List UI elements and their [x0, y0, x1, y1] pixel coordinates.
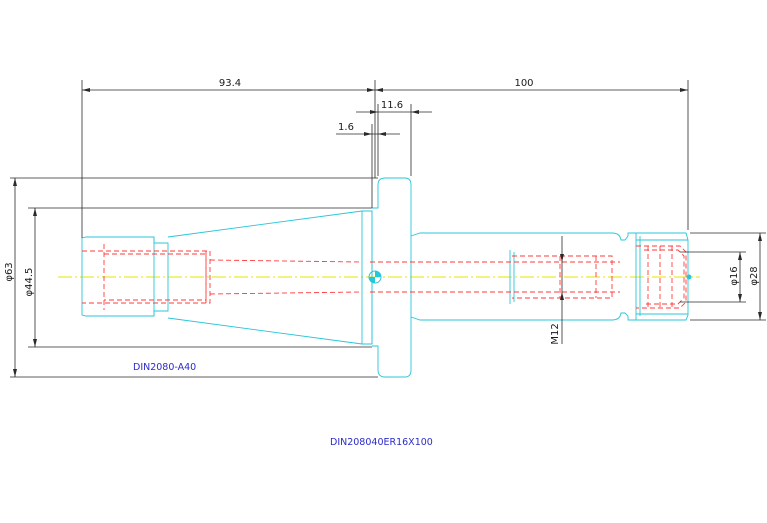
- dim-nose-diameter: φ28: [749, 266, 760, 285]
- dim-flange-width: 11.6: [381, 100, 403, 111]
- dim-thread-size: M12: [550, 323, 561, 344]
- part-number-note: DIN208040ER16X100: [330, 437, 433, 448]
- nose-center-marker: [686, 274, 692, 280]
- dim-body-length: 100: [514, 78, 533, 89]
- dim-taper-length: 93.4: [219, 78, 241, 89]
- dim-bore-diameter: φ16: [729, 266, 740, 285]
- dim-flange-offset: 1.6: [338, 122, 354, 133]
- reference-point-fill: [369, 271, 381, 283]
- dim-flange-diameter: φ63: [4, 262, 15, 281]
- dimension-lines: [10, 80, 766, 378]
- taper-spec-note: DIN2080-A40: [133, 362, 196, 373]
- dim-taper-diameter: φ44.5: [24, 268, 35, 297]
